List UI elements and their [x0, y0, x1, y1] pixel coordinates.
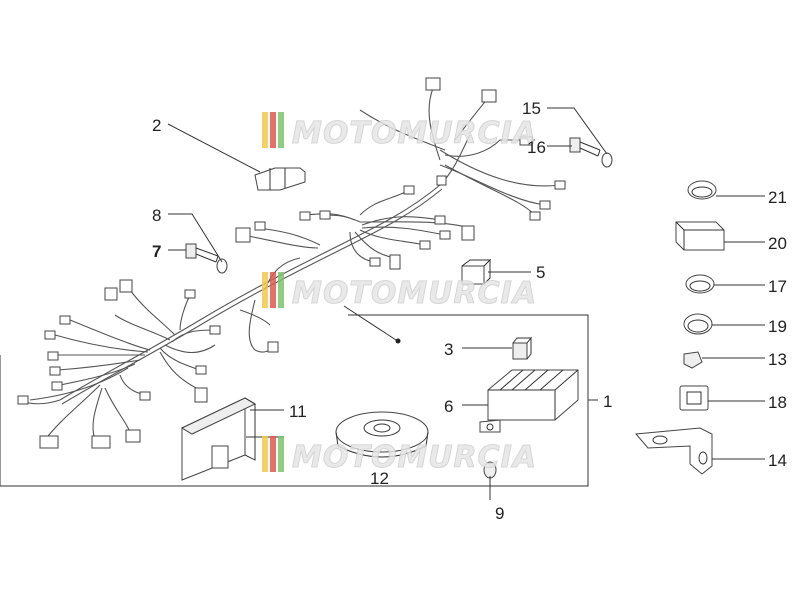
callout-labels: 2 8 7 15 16 5 3 6 1 11 12 9 21 20 17 19 …: [152, 99, 787, 523]
watermark-text: MOTOMURCIA: [292, 440, 537, 475]
part-13-clip: [683, 351, 703, 369]
part-5-fuse-holder: [461, 258, 492, 285]
callout-16: 16: [527, 138, 546, 157]
callout-3: 3: [444, 340, 453, 359]
part-20-pad: [675, 221, 725, 251]
callout-1: 1: [603, 392, 612, 411]
harness-connectors: [17, 77, 566, 449]
leader-lines: [167, 107, 765, 500]
watermark: MOTOMURCIA MOTOMURCIA MOTOMURCIA: [262, 112, 537, 476]
callout-7: 7: [152, 242, 161, 261]
part-2-harness-clip: [254, 167, 306, 191]
watermark-logo: MOTOMURCIA: [262, 112, 537, 152]
part-11-control-unit: [180, 397, 257, 481]
part-15-washer: [601, 152, 613, 168]
part-3-fuse: [512, 336, 533, 360]
callout-19: 19: [768, 317, 787, 336]
callout-20: 20: [768, 234, 787, 253]
callout-5: 5: [536, 263, 545, 282]
callout-14: 14: [768, 451, 787, 470]
callout-18: 18: [768, 393, 787, 412]
callout-15: 15: [522, 99, 541, 118]
part-6-relay-box: [479, 369, 579, 433]
callout-9: 9: [495, 504, 504, 523]
part-17-clamp: [685, 274, 715, 294]
part-12-horn: [335, 411, 429, 458]
assembly-frame: [0, 314, 589, 487]
part-18-grommet: [679, 385, 709, 411]
watermark-text: MOTOMURCIA: [292, 276, 537, 311]
part-7-screw: [185, 243, 219, 263]
part-19-clamp: [683, 313, 713, 335]
part-8-washer: [216, 258, 228, 274]
callout-12: 12: [370, 469, 389, 488]
callout-13: 13: [768, 350, 787, 369]
part-21-clamp: [687, 180, 717, 200]
watermark-text: MOTOMURCIA: [292, 116, 537, 151]
assembly-dot: [395, 338, 401, 344]
callout-21: 21: [768, 188, 787, 207]
callout-17: 17: [768, 277, 787, 296]
watermark-logo: MOTOMURCIA: [262, 436, 537, 476]
part-14-bracket: [634, 427, 713, 475]
callout-2: 2: [152, 116, 161, 135]
watermark-logo: MOTOMURCIA: [262, 272, 537, 312]
callout-11: 11: [289, 402, 307, 421]
callout-8: 8: [152, 206, 161, 225]
callout-6: 6: [444, 397, 453, 416]
part-16-screw: [569, 137, 601, 157]
